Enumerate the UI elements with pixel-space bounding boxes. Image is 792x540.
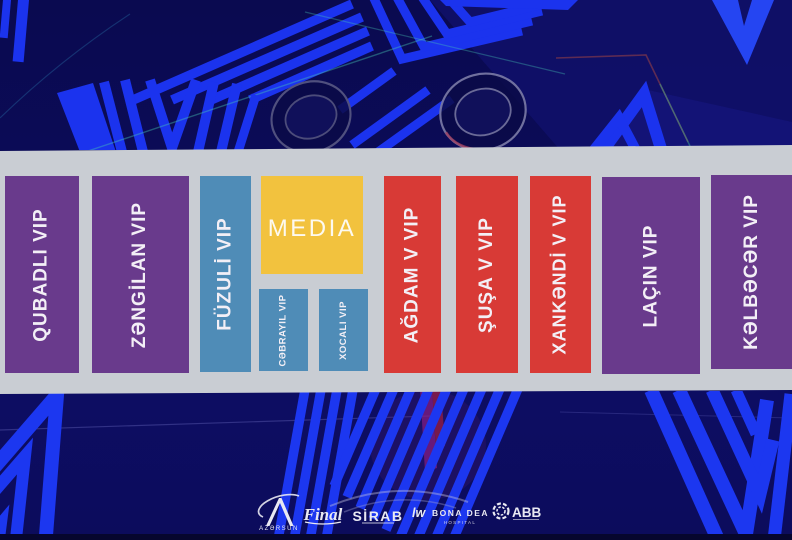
svg-text:lw: lw — [412, 506, 426, 520]
svg-text:ABB: ABB — [512, 505, 541, 520]
svg-text:Final: Final — [303, 505, 343, 524]
svg-text:AZƏRSUN: AZƏRSUN — [259, 526, 299, 532]
svg-text:BONA DEA: BONA DEA — [432, 508, 489, 518]
svg-text:HOSPITAL: HOSPITAL — [444, 520, 476, 525]
svg-text:SİRAB: SİRAB — [352, 508, 403, 524]
